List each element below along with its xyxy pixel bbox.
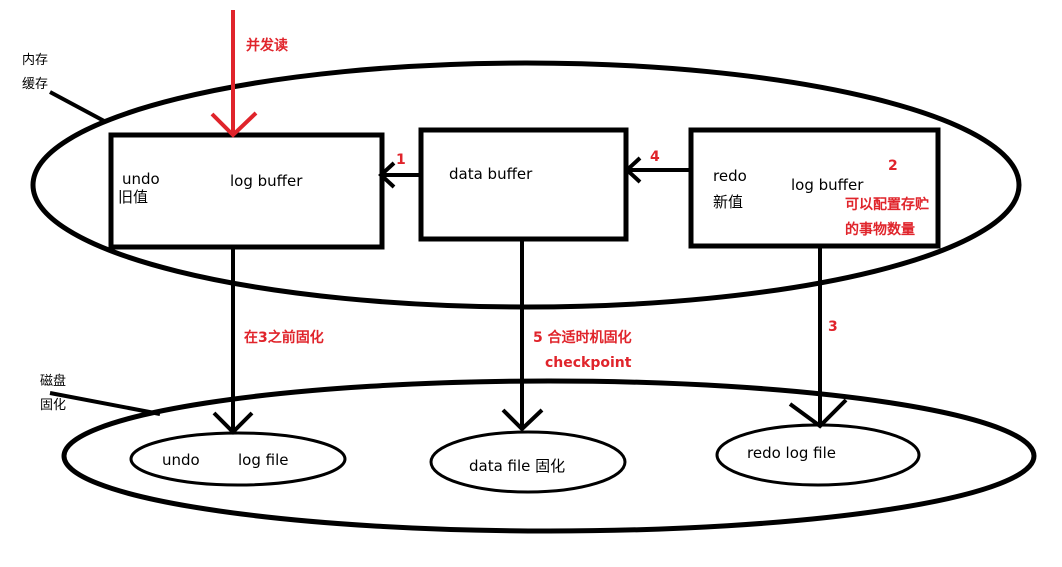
step-3-label: 3 [828, 319, 838, 335]
disk-region-ellipse [61, 378, 1037, 534]
data-buffer-box [418, 127, 629, 242]
checkpoint-label: checkpoint [545, 355, 632, 371]
undo-old-value-label: 旧值 [118, 188, 149, 206]
config-note-line1: 可以配置存贮 [845, 197, 929, 213]
disk-pointer-line [49, 391, 161, 416]
arrow-undo-persist [212, 247, 254, 435]
step-5-label: 5 合适时机固化 [533, 330, 632, 346]
disk-label: 磁盘 [40, 374, 67, 389]
concurrent-read-arrow [210, 10, 258, 138]
data-file-label: data file 固化 [469, 457, 566, 475]
step-2-label: 2 [888, 158, 898, 174]
redo-buffer-title: log buffer [791, 176, 864, 194]
memory-region-ellipse [30, 60, 1022, 310]
arrow-data-to-undo [378, 161, 421, 189]
redo-new-value-label: 新值 [713, 193, 744, 211]
arrow-data-persist [501, 239, 544, 432]
undo-persist-note: 在3之前固化 [244, 330, 324, 346]
arrow-redo-persist [788, 246, 848, 429]
undo-buffer-title: log buffer [230, 172, 303, 190]
persist-label: 固化 [40, 398, 67, 413]
cache-label: 缓存 [22, 77, 49, 92]
memory-label: 内存 [22, 53, 49, 68]
memory-pointer-line [49, 90, 107, 124]
undo-log-buffer-box [108, 132, 385, 250]
step-4-label: 4 [650, 149, 660, 165]
undo-file-title: log file [238, 451, 289, 469]
redo-file-label: redo log file [747, 444, 837, 462]
undo-buffer-name: undo [122, 170, 160, 188]
config-note-line2: 的事物数量 [845, 222, 915, 238]
undo-log-file-ellipse [129, 431, 347, 487]
data-file-ellipse [429, 430, 627, 494]
redo-buffer-name: redo [713, 167, 747, 185]
arrow-redo-to-data [624, 156, 691, 184]
step-1-label: 1 [396, 152, 406, 168]
data-buffer-title: data buffer [449, 165, 533, 183]
concurrent-read-label: 并发读 [246, 38, 288, 54]
undo-file-name: undo [162, 451, 200, 469]
redo-log-buffer-box [688, 127, 941, 249]
